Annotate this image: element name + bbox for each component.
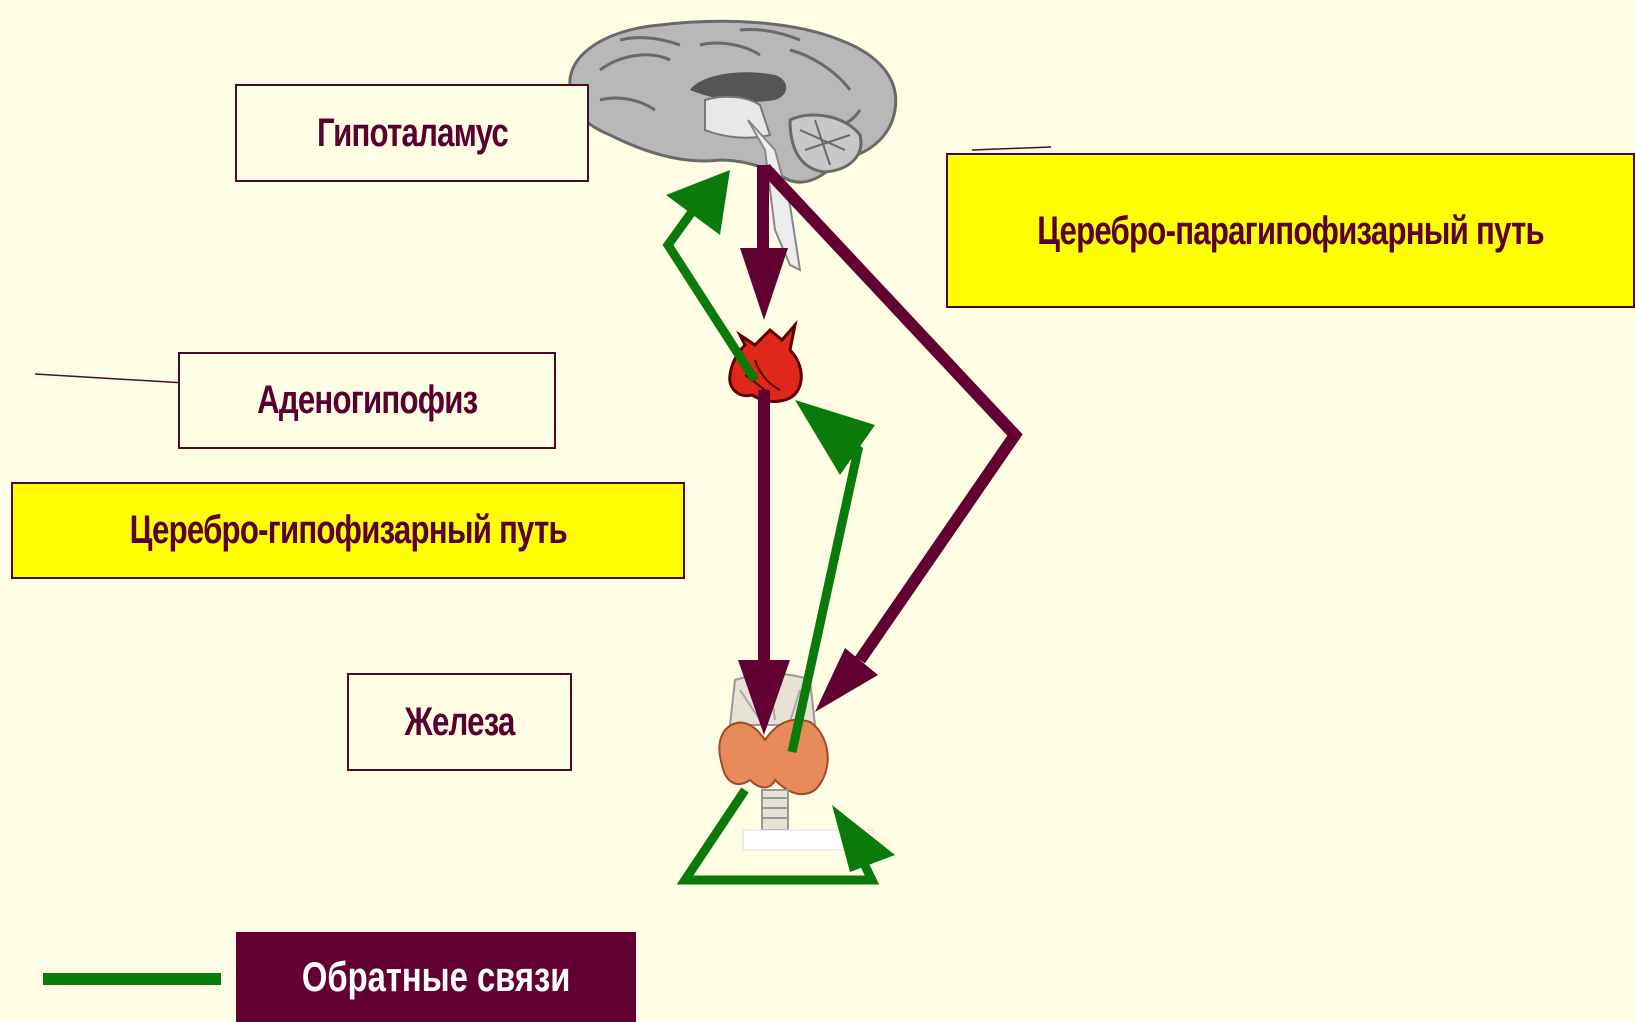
- cerebro-parapituitary-path-label: Церебро-парагипофизарный путь: [946, 153, 1635, 308]
- legend-feedback-line: [43, 973, 221, 985]
- legend-feedback-label: Обратные связи: [236, 932, 636, 1022]
- brain-icon: [570, 21, 896, 270]
- gland-label: Железа: [347, 673, 572, 771]
- cerebro-pituitary-path-label: Церебро-гипофизарный путь: [11, 482, 685, 579]
- adenohypophysis-label: Аденогипофиз: [178, 352, 556, 449]
- hypothalamus-label: Гипоталамус: [235, 84, 589, 182]
